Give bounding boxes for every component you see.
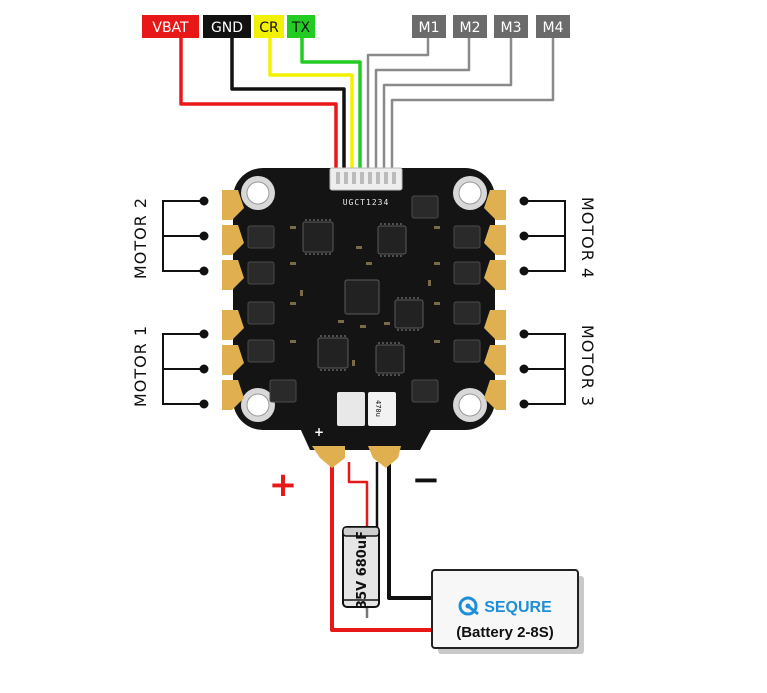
cap-mark: 470u: [374, 400, 382, 417]
motor-wires-right: [524, 200, 566, 405]
m1-tag: [412, 15, 446, 38]
capacitor-rating: 35V 680uF: [355, 531, 370, 609]
power-pad-positive: [312, 446, 345, 468]
chip-pins: [305, 219, 421, 376]
battery-negative-wire: [387, 462, 443, 600]
battery-positive-wire: [330, 462, 443, 632]
tx-label: TX: [291, 20, 311, 36]
passive-components: [290, 226, 440, 366]
motor-wire-ends: [199, 196, 529, 409]
cap-positive-lead: [347, 462, 369, 527]
sequre-logo-icon: [458, 596, 479, 616]
motor4-label: MOTOR 4: [578, 197, 597, 279]
signal-label-tags: VBAT GND CR TX M1 M2 M3 M4: [142, 15, 570, 38]
m1-label: M1: [419, 20, 440, 36]
negative-sign: −: [412, 460, 441, 500]
cr-wire: [268, 38, 354, 168]
signal-wires: [179, 38, 555, 168]
signal-connector: [329, 167, 403, 191]
pin-header-label: UGCT1234: [343, 198, 390, 207]
battery-spec: (Battery 2-8S): [456, 624, 554, 641]
capacitor: 35V 680uF: [342, 526, 380, 609]
onboard-capacitors: 470u: [337, 392, 396, 426]
vbat-tag: [142, 15, 199, 38]
m3-wire: [382, 38, 513, 168]
cr-tag: [254, 15, 284, 38]
pad-plus-mark: +: [314, 425, 324, 439]
m2-wire: [374, 38, 471, 168]
esc-board: + UGCT1234: [222, 167, 506, 468]
motor1-label: MOTOR 1: [131, 325, 150, 407]
mounting-hole-icon: [241, 176, 487, 422]
mosfet-chip-icon: [247, 195, 481, 403]
positive-sign: +: [269, 465, 298, 505]
motor2-label: MOTOR 2: [131, 197, 150, 279]
motor-pads-right: [484, 190, 506, 410]
gnd-wire: [230, 38, 346, 168]
battery: SEQURE (Battery 2-8S): [431, 569, 584, 654]
gnd-tag: [203, 15, 251, 38]
m2-tag: [453, 15, 487, 38]
m1-wire: [366, 38, 430, 168]
cr-label: CR: [259, 20, 279, 36]
vbat-wire: [179, 38, 338, 168]
vbat-label: VBAT: [152, 20, 189, 36]
m4-label: M4: [543, 20, 564, 36]
m3-label: M3: [501, 20, 522, 36]
m3-tag: [494, 15, 528, 38]
controller-chips: [302, 221, 424, 374]
tx-tag: [287, 15, 315, 38]
m2-label: M2: [460, 20, 481, 36]
motor3-label: MOTOR 3: [578, 325, 597, 407]
power-pad-negative: [368, 446, 401, 468]
battery-brand: SEQURE: [484, 599, 552, 616]
power-wires: [330, 462, 443, 632]
tx-wire: [300, 38, 362, 168]
m4-tag: [536, 15, 570, 38]
m4-wire: [390, 38, 555, 168]
gnd-label: GND: [211, 20, 243, 36]
motor-wires-left: [162, 200, 204, 405]
motor-pads-left: [222, 190, 244, 410]
